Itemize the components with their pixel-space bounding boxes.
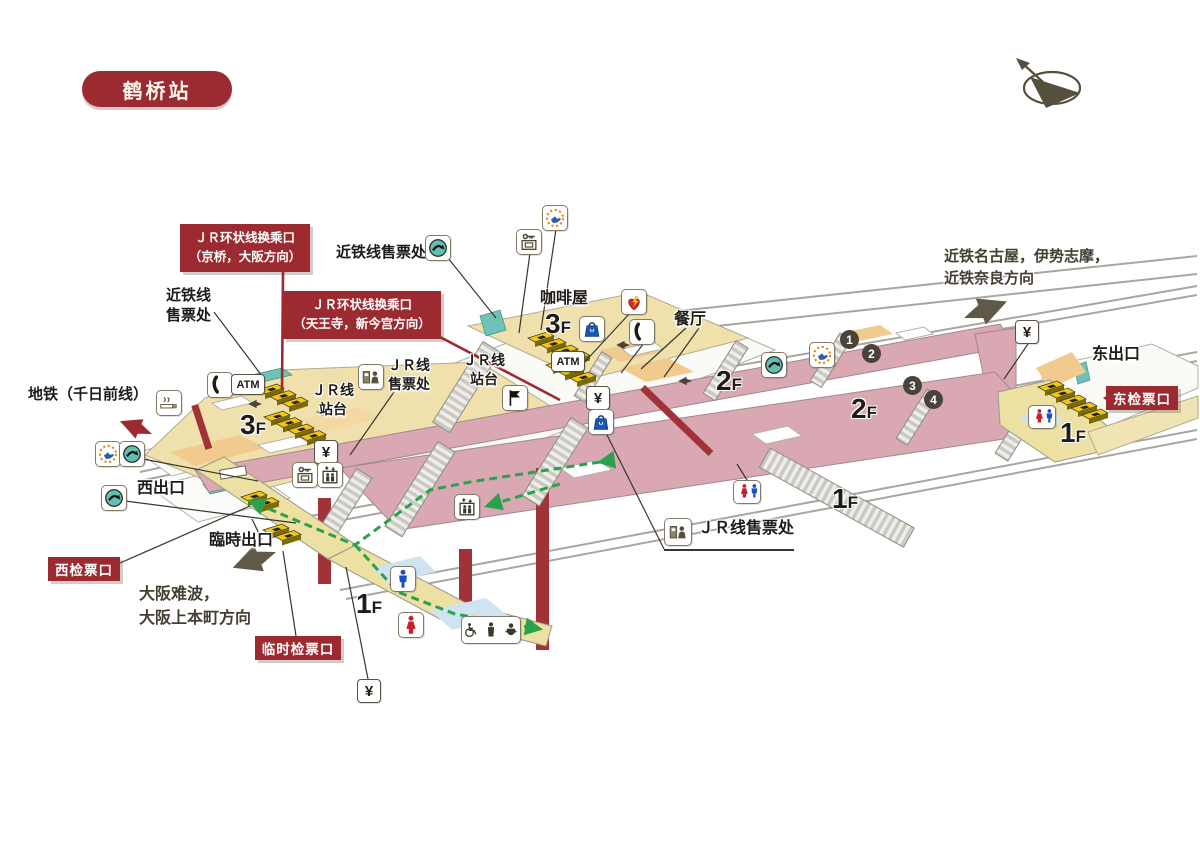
floor-num: 1 bbox=[832, 483, 848, 514]
floor-3f-coffee: 3F bbox=[545, 308, 571, 340]
ticket-machine-icon-west-exit bbox=[101, 485, 127, 511]
floor-suffix: F bbox=[255, 419, 266, 438]
station-title: 鹤桥站 bbox=[122, 80, 192, 103]
ticket-machine-icon-west bbox=[119, 441, 145, 467]
east-ramp bbox=[758, 447, 915, 548]
floor-suffix: F bbox=[731, 375, 742, 394]
platform-marker-3: 3 bbox=[903, 376, 922, 395]
meeting-point-flag-icon bbox=[502, 385, 528, 411]
shop-icon-coffee bbox=[579, 316, 605, 342]
floor-suffix: F bbox=[1075, 427, 1086, 446]
floor-suffix: F bbox=[866, 403, 877, 422]
wheelchair-icon bbox=[465, 622, 477, 638]
jr-ticket-office-bottom: ＪＲ线售票处 bbox=[664, 518, 795, 551]
temp-exit-label: 臨時出口 bbox=[209, 532, 274, 549]
elevator-icon-mid bbox=[454, 494, 480, 520]
jr-loop-transfer-kyobashi-box: ＪＲ环状线换乘口 （京桥，大阪方向） bbox=[180, 224, 310, 272]
west-gate-label: 西检票口 bbox=[55, 563, 113, 578]
smoking-area-icon bbox=[156, 390, 182, 416]
jr-loop-transfer-tennoji-label: ＪＲ环状线换乘口 （天王寺，新今宫方向） bbox=[293, 297, 431, 331]
floor-num: 2 bbox=[716, 365, 732, 396]
atm-box-coffee: ATM bbox=[551, 351, 585, 372]
floor-2f-platform-a: 2F bbox=[716, 365, 742, 397]
kintetsu-ticket-office-west-label: 近铁线 售票处 bbox=[166, 287, 212, 325]
waiting-room-icon-2f bbox=[809, 342, 835, 368]
temp-gate-box: 临时检票口 bbox=[255, 636, 341, 660]
phone-icon-west bbox=[207, 372, 233, 398]
platform-marker-2: 2 bbox=[862, 344, 881, 363]
red-leader-lines bbox=[280, 271, 561, 402]
jr-loop-transfer-kyobashi-label: ＪＲ环状线换乘口 （京桥，大阪方向） bbox=[188, 230, 302, 264]
fare-machine-icon-coffee: ¥ bbox=[586, 386, 610, 410]
subway-label: 地铁（千日前线） bbox=[28, 386, 149, 403]
compass-icon bbox=[1016, 58, 1082, 108]
ticket-machine-icon-top bbox=[425, 235, 451, 261]
waiting-room-icon-top bbox=[542, 205, 568, 231]
jr-platform-top-label: ＪＲ线 站台 bbox=[463, 352, 505, 387]
accessible-route bbox=[247, 450, 617, 636]
coin-locker-icon-west bbox=[292, 462, 318, 488]
floor-1f-ramp: 1F bbox=[832, 483, 858, 515]
jr-ticket-office-bottom-label: ＪＲ线售票处 bbox=[698, 520, 795, 537]
floor-num: 1 bbox=[1060, 417, 1076, 448]
floor-suffix: F bbox=[560, 318, 571, 337]
floor-suffix: F bbox=[371, 598, 382, 617]
toilet-icon-mid bbox=[733, 480, 761, 504]
floor-num: 3 bbox=[240, 409, 256, 440]
ticket-machine-icon-2f bbox=[761, 352, 787, 378]
floor-3f-west: 3F bbox=[240, 409, 266, 441]
accessible-toilet-icons bbox=[461, 616, 521, 644]
floor-num: 2 bbox=[851, 393, 867, 424]
baby-icon bbox=[505, 622, 518, 636]
coin-locker-icon-top bbox=[516, 229, 542, 255]
platform-marker-1: 1 bbox=[840, 330, 859, 349]
west-exit-label: 西出口 bbox=[137, 480, 186, 497]
ticket-office-icon-mid bbox=[358, 364, 384, 390]
east-gate-box: 东检票口 bbox=[1103, 386, 1178, 410]
floor-num: 3 bbox=[545, 308, 561, 339]
arrow-subway bbox=[116, 411, 156, 444]
phone-icon-coffee bbox=[629, 319, 655, 345]
waiting-room-icon-west bbox=[95, 441, 121, 467]
west-gate-box: 西检票口 bbox=[48, 557, 120, 581]
east-gate-pointer bbox=[1097, 392, 1112, 404]
fare-machine-icon-bottom: ¥ bbox=[357, 679, 381, 703]
jr-loop-transfer-tennoji-box: ＪＲ环状线换乘口 （天王寺，新今宫方向） bbox=[283, 291, 441, 339]
floor-1f-west: 1F bbox=[356, 588, 382, 620]
leader-lines bbox=[119, 228, 1029, 680]
womens-toilet-icon bbox=[398, 612, 424, 638]
mens-toilet-icon bbox=[390, 566, 416, 592]
aed-icon bbox=[621, 289, 647, 315]
toilet-icon-east bbox=[1028, 405, 1056, 429]
kintetsu-direction-label: 近铁名古屋，伊势志摩， 近铁奈良方向 bbox=[944, 248, 1110, 287]
platform-marker-4: 4 bbox=[924, 390, 943, 409]
floor-suffix: F bbox=[847, 493, 858, 512]
fare-machine-icon-west: ¥ bbox=[314, 440, 338, 464]
jr-ticket-office-mid-label: ＪＲ线 售票处 bbox=[388, 357, 430, 392]
east-gate-label: 东检票口 bbox=[1113, 392, 1171, 407]
east-exit-label: 东出口 bbox=[1092, 346, 1141, 363]
coffee-shop-label: 咖啡屋 bbox=[540, 290, 589, 307]
station-title-badge: 鹤桥站 bbox=[82, 71, 232, 107]
person-icon bbox=[488, 622, 494, 637]
floor-num: 1 bbox=[356, 588, 372, 619]
ticket-office-icon bbox=[664, 518, 692, 546]
kintetsu-ticket-office-top-label: 近铁线售票处 bbox=[336, 244, 427, 261]
jr-platform-west-label: ＪＲ线 站台 bbox=[312, 382, 354, 417]
restaurant-label: 餐厅 bbox=[674, 311, 707, 328]
shop-icon-deck bbox=[588, 409, 614, 435]
atm-box-west: ATM bbox=[231, 374, 265, 395]
temp-gate-label: 临时检票口 bbox=[261, 642, 335, 657]
namba-direction-label: 大阪难波， 大阪上本町方向 bbox=[139, 586, 252, 627]
floor-1f-east: 1F bbox=[1060, 417, 1086, 449]
floor-2f-platform-b: 2F bbox=[851, 393, 877, 425]
elevator-icon-west bbox=[317, 462, 343, 488]
fare-machine-icon-east: ¥ bbox=[1015, 320, 1039, 344]
